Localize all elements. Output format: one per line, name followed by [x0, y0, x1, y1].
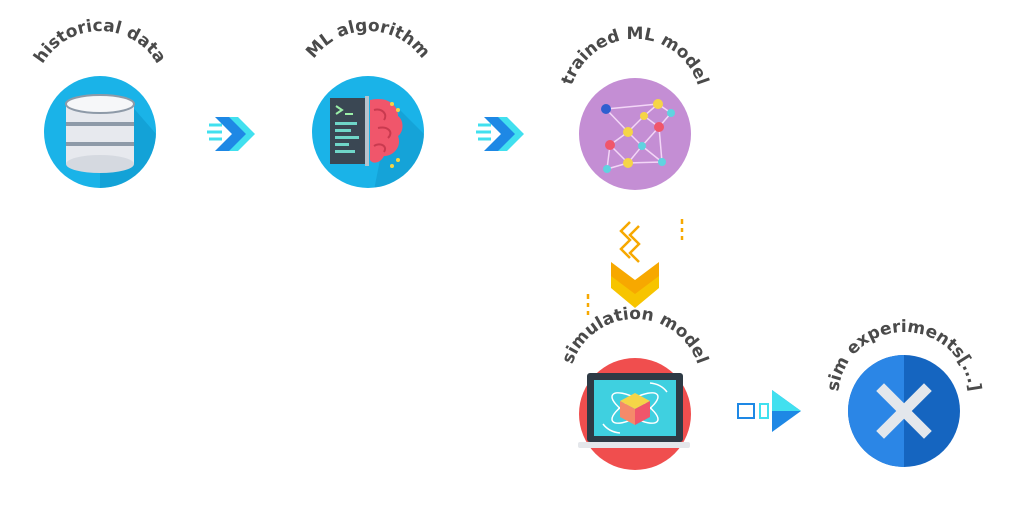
trained-ml-model-circle	[579, 78, 691, 190]
simulation-model-label: simulation model	[558, 304, 712, 367]
brain-code-icon	[330, 96, 403, 168]
laptop-atom-icon	[578, 373, 690, 448]
node-trained-ml-model: trained ML model	[558, 24, 712, 190]
ml-algorithm-label: ML algorithm	[302, 16, 434, 63]
network-graph-icon	[601, 99, 675, 173]
historical-data-label: historical data	[30, 16, 170, 67]
lightning-arrow-down-icon	[586, 219, 684, 315]
node-historical-data: historical data	[30, 16, 170, 188]
close-x-icon	[876, 383, 932, 439]
node-sim-experiments: sim experiments[...]	[823, 317, 985, 467]
chevron-arrow-right-icon	[476, 117, 524, 151]
arrow-right-icon	[737, 390, 801, 432]
database-icon	[65, 94, 135, 173]
node-ml-algorithm: ML algorithm	[302, 16, 434, 188]
chevron-arrow-right-icon	[207, 117, 255, 151]
node-simulation-model: simulation model	[558, 304, 712, 470]
